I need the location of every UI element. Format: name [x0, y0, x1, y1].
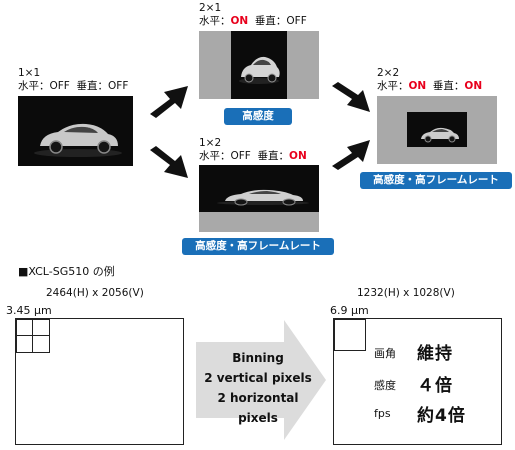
row-value-angle: 維持 [417, 344, 453, 364]
arrow-up-right-icon [332, 140, 370, 170]
v-label: 垂直： [432, 80, 465, 92]
label-1x2-flags: 水平：OFF 垂直：ON [199, 150, 307, 162]
row-label-fps: fps [374, 407, 391, 420]
row-label-angle: 画角 [374, 347, 396, 360]
car-photo-icon [231, 31, 287, 99]
car-photo-icon [18, 96, 133, 166]
panel-2x2 [377, 96, 497, 164]
row-value-fps: 約4倍 [417, 406, 466, 426]
row-label-sensitivity: 感度 [374, 379, 396, 392]
example-title: ■XCL-SG510 の例 [18, 265, 115, 278]
h-value: ON [408, 80, 427, 92]
v-value: OFF [108, 80, 129, 92]
h-value: ON [230, 15, 249, 27]
v-label: 垂直： [257, 150, 290, 162]
sensor-full-resolution [15, 318, 184, 445]
car-photo-icon [199, 165, 319, 212]
arrow-down-right-icon [332, 82, 370, 112]
v-value: OFF [286, 15, 307, 27]
row-value-sensitivity: ４倍 [417, 376, 453, 396]
badge-2x2: 高感度・高フレームレート [360, 172, 512, 189]
badge-1x2: 高感度・高フレームレート [182, 238, 334, 255]
right-pixel-size: 6.9 μm [330, 304, 369, 317]
badge-2x1: 高感度 [224, 108, 292, 125]
right-resolution: 1232(H) x 1028(V) [357, 287, 455, 299]
left-resolution: 2464(H) x 2056(V) [46, 287, 144, 299]
h-label: 水平： [199, 15, 231, 27]
h-label: 水平： [199, 150, 231, 162]
sensor-binned: 画角 維持 感度 ４倍 fps 約4倍 [333, 318, 502, 445]
pixel-cell [32, 335, 50, 353]
binning-line: Binning [232, 351, 284, 365]
arrow-up-right-icon [150, 86, 188, 118]
binning-arrow-icon [196, 320, 326, 440]
label-2x1-size: 2×1 [199, 2, 222, 14]
image-2x2 [407, 112, 467, 147]
label-1x2-size: 1×2 [199, 137, 222, 149]
h-label: 水平： [18, 80, 50, 92]
image-2x1 [231, 31, 287, 99]
binning-line: 2 vertical pixels [204, 371, 312, 385]
panel-2x1 [199, 31, 319, 99]
label-2x1-flags: 水平：ON 垂直：OFF [199, 15, 307, 27]
h-value: OFF [230, 150, 251, 162]
v-label: 垂直： [254, 15, 287, 27]
v-label: 垂直： [76, 80, 109, 92]
label-2x2-size: 2×2 [377, 67, 400, 79]
car-photo-icon [407, 112, 467, 147]
label-1x1-flags: 水平：OFF 垂直：OFF [18, 80, 128, 92]
image-1x1 [18, 96, 133, 166]
binning-description: Binning 2 vertical pixels 2 horizontal p… [196, 348, 320, 428]
binned-pixel-cell [334, 319, 366, 351]
h-label: 水平： [377, 80, 409, 92]
left-pixel-size: 3.45 μm [6, 304, 52, 317]
v-value: ON [464, 80, 483, 92]
image-1x2 [199, 165, 319, 212]
label-2x2-flags: 水平：ON 垂直：ON [377, 80, 482, 92]
panel-1x2 [199, 165, 319, 232]
arrow-down-right-icon [150, 146, 188, 178]
h-value: OFF [49, 80, 70, 92]
binning-line: 2 horizontal pixels [217, 391, 299, 425]
label-1x1-size: 1×1 [18, 67, 41, 79]
v-value: ON [289, 150, 307, 162]
